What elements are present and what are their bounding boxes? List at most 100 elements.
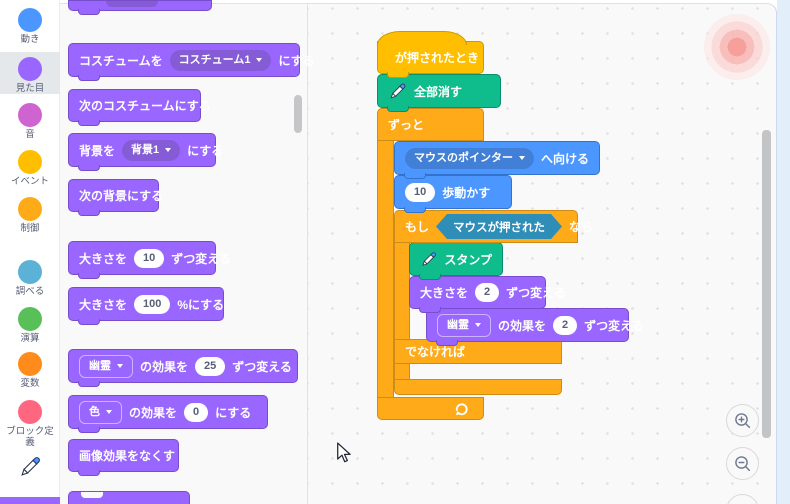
script-block-when-flag-clicked[interactable]: が押されたとき — [377, 41, 484, 78]
variables-color-dot — [18, 352, 42, 376]
number-input[interactable]: 100 — [134, 294, 171, 314]
sidebar-item-looks[interactable]: 見た目 — [0, 57, 60, 94]
palette-block-switch-backdrop[interactable]: 背景を 背景1 にする — [68, 133, 223, 171]
block-text: 大きさを — [79, 297, 128, 312]
block-text: 大きさを — [79, 251, 128, 266]
sidebar-item-control[interactable]: 制御 — [0, 197, 60, 234]
palette-block-change-effect[interactable]: 幽霊 の効果を 25 ずつ変える — [68, 349, 298, 387]
script-block-move-steps[interactable]: 10 歩動かす — [394, 175, 512, 213]
backdrop-dropdown[interactable]: 背景1 — [122, 139, 181, 161]
sidebar-item-operators[interactable]: 演算 — [0, 307, 60, 344]
chevron-down-icon — [256, 58, 263, 62]
pen-category-accent-bar — [0, 497, 60, 504]
palette-block-next-backdrop[interactable]: 次の背景にする — [68, 179, 163, 216]
block-text: 歩動かす — [442, 185, 491, 200]
if-else-bar[interactable]: でなければ — [394, 339, 562, 364]
if-left-arm[interactable] — [394, 243, 410, 339]
zoom-in-button[interactable] — [726, 404, 759, 437]
dropdown-value: 背景1 — [131, 143, 160, 156]
dropdown-value: マウスのポインター — [414, 151, 513, 164]
sidebar-item-motion[interactable]: 動き — [0, 8, 60, 45]
category-label: 変数 — [20, 378, 40, 389]
zoom-out-button[interactable] — [726, 447, 759, 480]
script-block-erase-all[interactable]: 全部消す — [377, 74, 501, 112]
block-text: の効果を — [498, 318, 547, 333]
palette-block-change-size[interactable]: 大きさを 10 ずつ変える — [68, 241, 231, 279]
chevron-down-icon — [165, 148, 172, 152]
category-label: 見た目 — [15, 83, 45, 94]
number-input[interactable]: 25 — [195, 356, 226, 376]
block-text: でなければ — [405, 345, 466, 359]
script-block-change-ghost-effect[interactable]: 幽霊 の効果を 2 ずつ変える — [426, 308, 644, 346]
sidebar-item-myblocks[interactable]: ブロック定義 — [0, 400, 60, 448]
sidebar-item-sensing[interactable]: 調べる — [0, 260, 60, 297]
palette-block-switch-costume[interactable]: コスチュームを コスチューム1 にする — [68, 43, 315, 81]
zoom-in-icon — [734, 412, 750, 428]
effect-dropdown[interactable]: 色 — [79, 400, 122, 424]
block-text: 背景を — [79, 143, 116, 158]
category-label: 音 — [25, 129, 35, 140]
zoom-out-icon — [734, 455, 750, 471]
block-text: なら — [569, 220, 594, 234]
sidebar-item-variables[interactable]: 変数 — [0, 352, 60, 389]
dropdown-value: 色 — [89, 405, 100, 418]
palette-block-next-costume[interactable]: 次のコスチュームにする — [68, 89, 211, 126]
chevron-down-icon — [117, 364, 123, 368]
block-text: 画像効果をなくす — [79, 449, 176, 463]
palette-block-set-effect[interactable]: 色 の効果を 0 にする — [68, 395, 268, 433]
pen-icon — [390, 83, 406, 98]
operators-color-dot — [18, 307, 42, 331]
condition-text: マウスが押された — [453, 221, 546, 234]
number-input[interactable]: 2 — [475, 283, 500, 302]
dropdown-value: 幽霊 — [89, 359, 111, 372]
script-block-if-else[interactable]: もし マウスが押された なら — [394, 210, 593, 243]
palette-block-clear-effects[interactable]: 画像効果をなくす — [68, 439, 179, 476]
block-text: ずつ変える — [171, 251, 231, 266]
block-text: の効果を — [140, 359, 189, 374]
block-notch — [81, 492, 103, 498]
category-label: 調べる — [15, 286, 45, 297]
condition-mouse-down[interactable]: マウスが押された — [436, 214, 562, 239]
canvas-scrollbar[interactable] — [762, 130, 771, 438]
sound-color-dot — [18, 103, 42, 127]
point-target-dropdown[interactable]: マウスのポインター — [405, 147, 534, 169]
block-text: 次の背景にする — [79, 189, 164, 203]
sidebar-item-events[interactable]: イベント — [0, 150, 60, 187]
palette-scrollbar[interactable] — [294, 95, 302, 133]
block-text: もし — [405, 220, 430, 234]
forever-left-arm[interactable] — [377, 141, 394, 397]
mouse-cursor-icon — [336, 442, 352, 469]
effect-dropdown[interactable]: 幽霊 — [437, 313, 491, 337]
block-text: にする — [187, 143, 224, 158]
control-color-dot — [18, 197, 42, 221]
script-block-change-size[interactable]: 大きさを 2 ずつ変える — [409, 276, 566, 313]
category-label: 演算 — [20, 333, 40, 344]
number-input[interactable]: 10 — [405, 182, 436, 202]
stage-panel-edge — [777, 0, 790, 504]
effect-dropdown[interactable]: 幽霊 — [79, 354, 133, 378]
forever-bottom-arm[interactable] — [377, 397, 484, 420]
block-text: ずっと — [388, 118, 425, 132]
dropdown-value: 幽霊 — [447, 318, 469, 331]
block-palette[interactable]: コスチュームを コスチューム1 にする 次のコスチュームにする 背景を 背景1 … — [60, 0, 315, 504]
block-text: 全部消す — [414, 84, 463, 99]
else-left-arm[interactable] — [394, 364, 410, 379]
sidebar-item-pen-extension[interactable] — [0, 455, 60, 479]
sidebar-item-sound[interactable]: 音 — [0, 103, 60, 140]
number-input[interactable]: 10 — [134, 248, 165, 268]
number-input[interactable]: 2 — [553, 315, 578, 335]
script-block-point-towards[interactable]: マウスのポインター へ向ける — [394, 141, 600, 179]
palette-block-set-size[interactable]: 大きさを 100 %にする — [68, 287, 224, 325]
if-bottom-arm[interactable] — [394, 379, 562, 395]
palette-block-partial-bottom[interactable] — [68, 491, 190, 504]
script-block-stamp[interactable]: スタンプ — [409, 242, 503, 280]
palette-block-partial-top[interactable] — [68, 0, 212, 15]
script-block-forever[interactable]: ずっと — [377, 108, 484, 141]
costume-dropdown[interactable]: コスチューム1 — [169, 49, 272, 71]
events-color-dot — [18, 150, 42, 174]
category-label: 動き — [20, 34, 40, 45]
number-input[interactable]: 0 — [184, 402, 209, 422]
block-text: 次のコスチュームにする — [79, 99, 211, 113]
looks-color-dot — [18, 57, 42, 81]
